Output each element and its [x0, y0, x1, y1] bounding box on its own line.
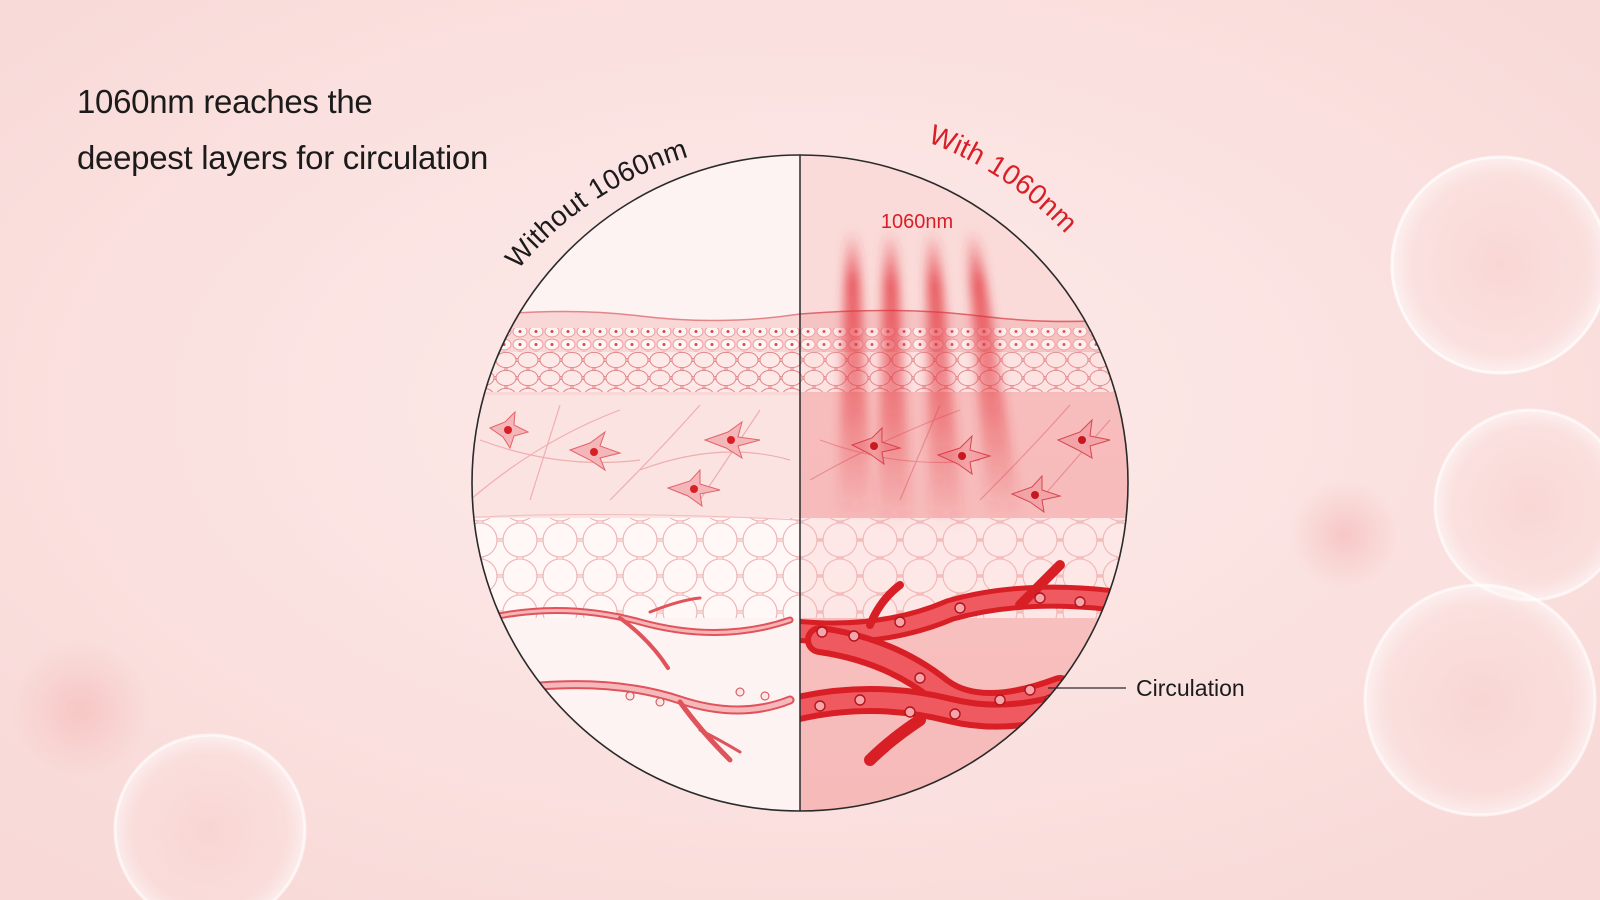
beam-label: 1060nm: [881, 211, 953, 233]
thin-vessel-upper: [476, 596, 794, 670]
circulation-callout: Circulation: [1048, 675, 1245, 701]
headline-line-1: 1060nm reaches the: [77, 83, 373, 120]
bg-cell-cluster-right: [1290, 155, 1600, 817]
large-vessels-circulation: [800, 560, 1122, 766]
right-half-with: [800, 155, 1128, 811]
light-beams-1060nm: [838, 230, 1022, 530]
bg-cell-cluster-left: [10, 640, 307, 900]
headline: 1060nm reaches the deepest layers for ci…: [77, 74, 488, 186]
thin-vessel-lower: [535, 680, 795, 763]
headline-line-2: deepest layers for circulation: [77, 139, 489, 176]
diagram-outline-circle: [471, 154, 1129, 812]
callout-label: Circulation: [1136, 675, 1245, 701]
